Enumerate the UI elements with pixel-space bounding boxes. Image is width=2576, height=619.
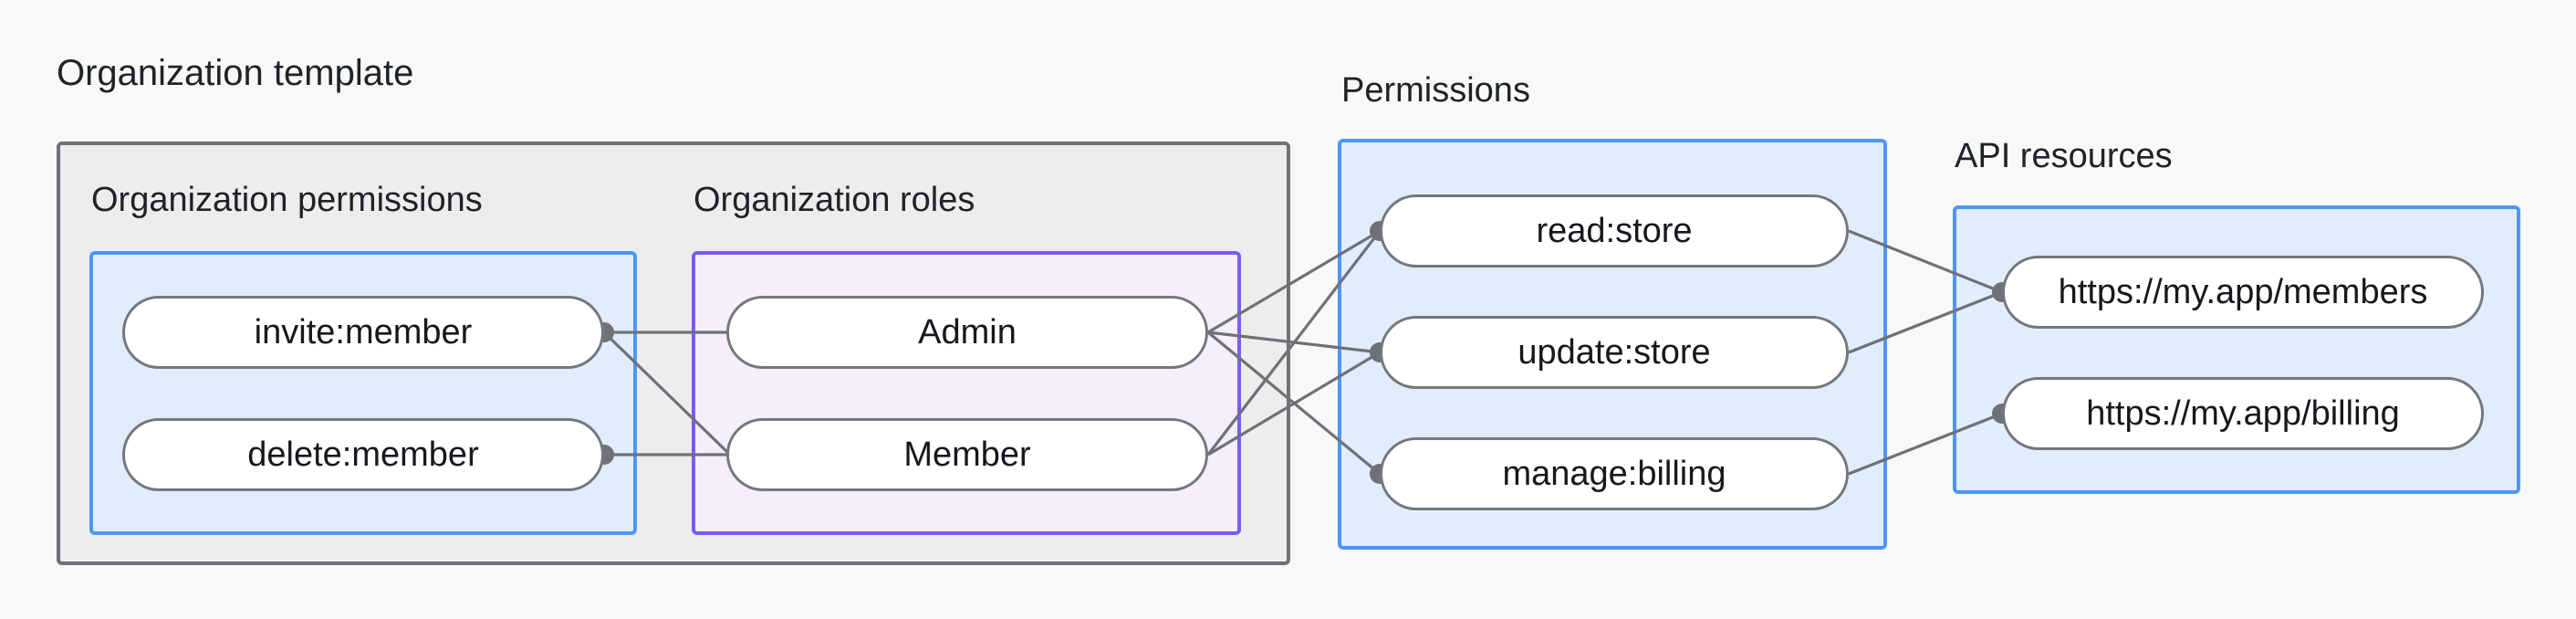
group-box-organization-roles bbox=[692, 251, 1241, 535]
group-label-api-resources: API resources bbox=[1955, 137, 2173, 175]
group-label-permissions: Permissions bbox=[1341, 71, 1530, 110]
group-box-api-resources bbox=[1953, 205, 2520, 494]
node-update-store[interactable]: update:store bbox=[1380, 316, 1849, 389]
group-label-organization-roles: Organization roles bbox=[694, 181, 975, 219]
group-box-organization-permissions bbox=[89, 251, 637, 535]
node-admin[interactable]: Admin bbox=[726, 296, 1208, 369]
node-invite-member[interactable]: invite:member bbox=[122, 296, 604, 369]
node-read-store[interactable]: read:store bbox=[1380, 194, 1849, 268]
group-label-organization-permissions: Organization permissions bbox=[91, 181, 483, 219]
node-billing-url[interactable]: https://my.app/billing bbox=[2002, 377, 2484, 450]
node-delete-member[interactable]: delete:member bbox=[122, 418, 604, 491]
node-members-url[interactable]: https://my.app/members bbox=[2002, 256, 2484, 329]
node-manage-billing[interactable]: manage:billing bbox=[1380, 437, 1849, 510]
node-member[interactable]: Member bbox=[726, 418, 1208, 491]
group-label-organization-template: Organization template bbox=[57, 53, 414, 93]
